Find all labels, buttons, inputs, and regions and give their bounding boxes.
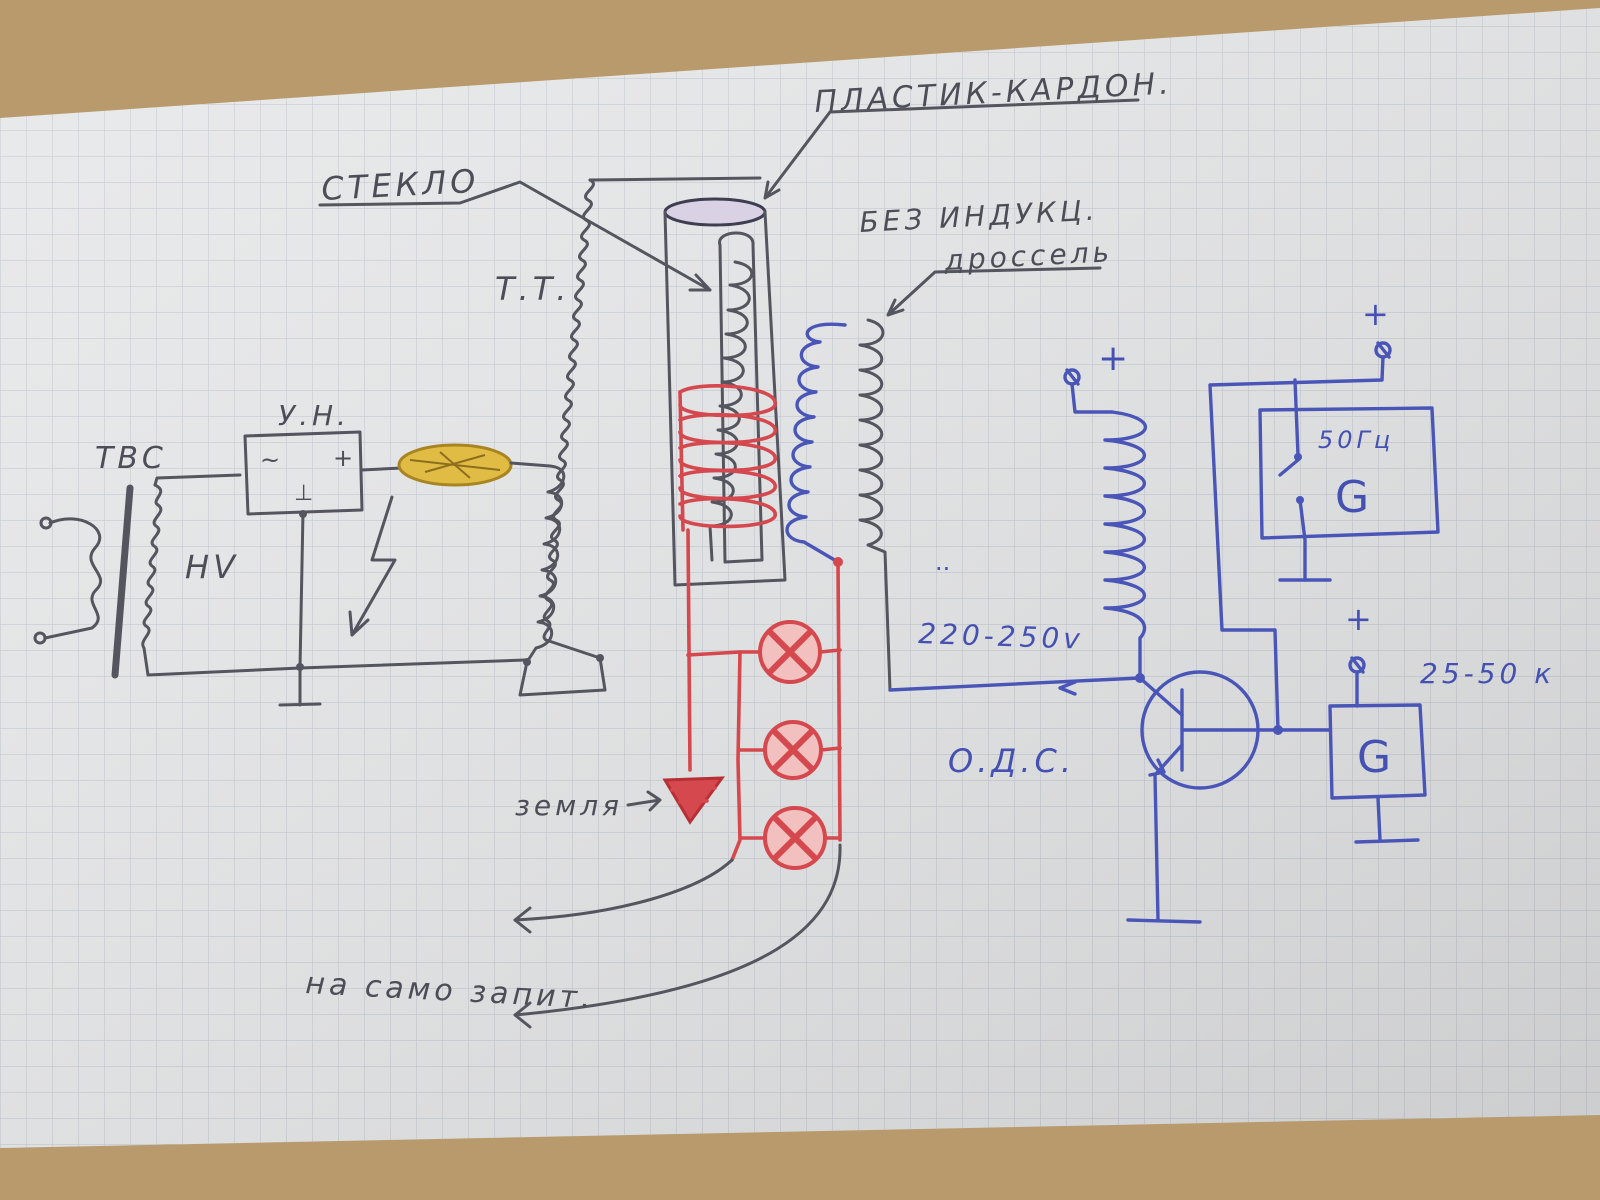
non-inductive-choke [785,318,892,692]
transistor-driver: 50Гц G G [888,341,1440,924]
steklo-pointer [318,180,712,292]
lamp-bank [662,528,842,870]
ods-transistor [1126,670,1332,924]
feedback-lines [513,843,842,1029]
choke-coil-gray [858,318,892,692]
label-plus-2: + [1362,295,1389,333]
paper-sheet [0,8,1600,1148]
choke-coil-blue [785,322,847,564]
label-tvs: ТВС [95,441,167,476]
relay-switch [1278,378,1307,582]
un-plus-symbol: + [333,444,353,472]
ground-line-gen [1354,796,1420,844]
un-ac-symbol: ~ [260,446,280,474]
label-gen-g2: G [1357,732,1391,783]
label-plus-3: + [1345,600,1372,638]
generator-50hz: 50Гц G [1208,341,1440,732]
voltage-multiplier-un: ~ + ⊥ [243,430,527,707]
ground-line-transistor [1126,918,1202,924]
lamp-2 [738,720,842,780]
generator-25-50k: G [1273,656,1427,844]
outer-red-coil [678,384,777,529]
label-freq-range: 25-50 к [1420,657,1555,690]
lamp-3 [738,806,842,870]
un-box [243,430,364,516]
plastik-pointer [763,98,1140,200]
label-ods: О.Д.С. [948,742,1075,780]
tube-top [663,197,767,227]
lightning-arrow [348,495,397,637]
driver-coil [1103,410,1148,680]
label-plus-1: + [1098,338,1128,379]
inner-coil [708,260,754,562]
pointer-lines [318,98,1140,317]
box-25-50k [1328,703,1427,800]
label-tt: Т.Т. [495,270,570,308]
tvs-transformer [33,473,302,679]
label-zemlya: земля [515,789,623,822]
spark-gap [397,443,552,487]
box-50hz [1258,406,1440,540]
tt-secondary-coil [542,178,602,660]
transformer-core [111,484,134,679]
un-ground-symbol: ⊥ [294,481,313,506]
ground-symbol-red [662,776,726,825]
inner-tube [718,231,764,564]
tesla-transformer-tt [518,176,762,697]
label-voltage: 220-250v [918,617,1085,656]
label-steklo: СТЕКЛО [320,162,480,208]
label-freq-50: 50Гц [1318,426,1394,454]
label-hv: HV [185,548,239,586]
label-gen-g1: G [1335,472,1369,523]
drossel-pointer [886,266,1102,317]
glass-tube [663,197,787,587]
lamp-1 [738,620,842,684]
stray-dots: .. [935,548,950,576]
ground-line-un [278,666,322,707]
hv-secondary-winding [141,483,163,677]
label-un: У.Н. [278,399,350,432]
